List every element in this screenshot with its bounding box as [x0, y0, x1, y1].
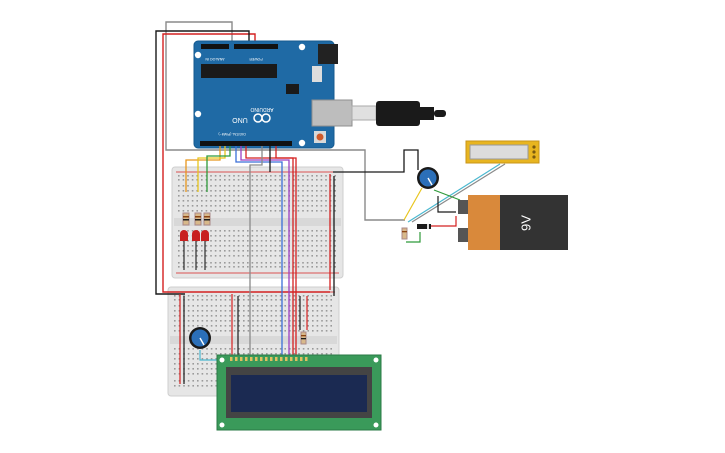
wire-purple: [240, 146, 290, 358]
led-red: [201, 230, 209, 241]
potentiometer: [417, 167, 439, 189]
lcd-pin-header: [230, 357, 308, 361]
potentiometer: [189, 327, 211, 349]
led-group: [180, 212, 211, 270]
wires-left: [155, 21, 405, 295]
wires-sensor: [403, 163, 506, 243]
wire-red-b: [275, 146, 297, 358]
lcd-screen: [231, 375, 367, 412]
wire-gray-top: [165, 21, 405, 221]
wires-digital: [185, 146, 297, 358]
wire-red-5v: [162, 33, 330, 293]
arduino-model: UNO: [232, 116, 248, 123]
wire-gray-lcd: [249, 146, 263, 358]
usb-cable: [351, 101, 446, 126]
led-red: [180, 230, 188, 241]
arduino-board: ARDUINO UNO DIGITAL (PWM~) POWER ANALOG …: [193, 40, 353, 149]
wire-black-gnd: [155, 30, 250, 295]
resistor: [194, 212, 202, 226]
resistor: [300, 331, 307, 345]
arduino-logo-icon: [253, 113, 271, 123]
breadboard-top: [171, 166, 344, 279]
wire-green: [206, 146, 231, 192]
battery-9v: 9V: [458, 195, 568, 250]
led-red: [192, 230, 200, 241]
lcd-module: [216, 354, 382, 431]
arduino-power-label: POWER: [249, 57, 263, 61]
resistor: [401, 227, 408, 240]
wire-orange: [185, 146, 221, 192]
arduino-brand: ARDUINO: [250, 106, 273, 112]
arduino-digital-label: DIGITAL (PWM~): [218, 132, 245, 136]
wire-blue: [235, 146, 283, 358]
diode: [417, 224, 431, 229]
arduino-analog-label: ANALOG IN: [205, 57, 225, 61]
display-module: [465, 140, 540, 164]
battery-label: 9V: [518, 215, 533, 231]
wires-right: [329, 149, 419, 296]
resistor: [203, 212, 211, 226]
resistor: [182, 212, 190, 226]
wire-yellow: [197, 146, 226, 192]
